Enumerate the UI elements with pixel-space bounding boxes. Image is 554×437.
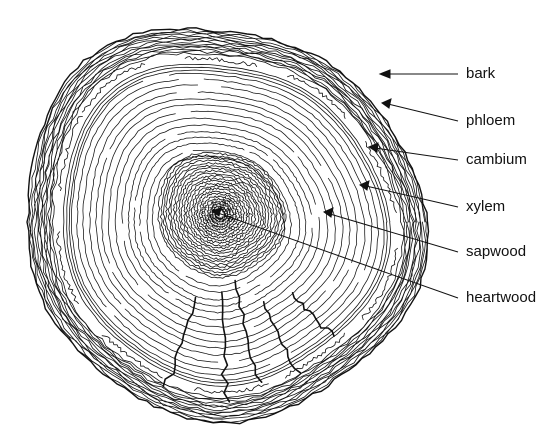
phloem-pointer-line [388,104,458,121]
heartwood-ring [196,191,245,238]
label-bark: bark [466,66,495,81]
growth-ring [186,170,285,286]
growth-ring [255,160,306,295]
label-cambium: cambium [466,152,527,167]
radial-crack [264,302,301,373]
xylem-pointer-arrow [360,181,369,190]
label-xylem: xylem [466,199,505,214]
label-sapwood: sapwood [466,244,526,259]
bark-ring [38,39,417,412]
label-phloem: phloem [466,113,515,128]
phloem-pointer-arrow [382,99,391,108]
label-heartwood: heartwood [466,290,536,305]
bark-fragment [185,57,257,67]
heartwood-core [158,152,286,278]
bark-pointer-arrow [380,70,390,78]
sapwood-pointer-line [330,214,458,252]
radial-crack [163,298,195,387]
